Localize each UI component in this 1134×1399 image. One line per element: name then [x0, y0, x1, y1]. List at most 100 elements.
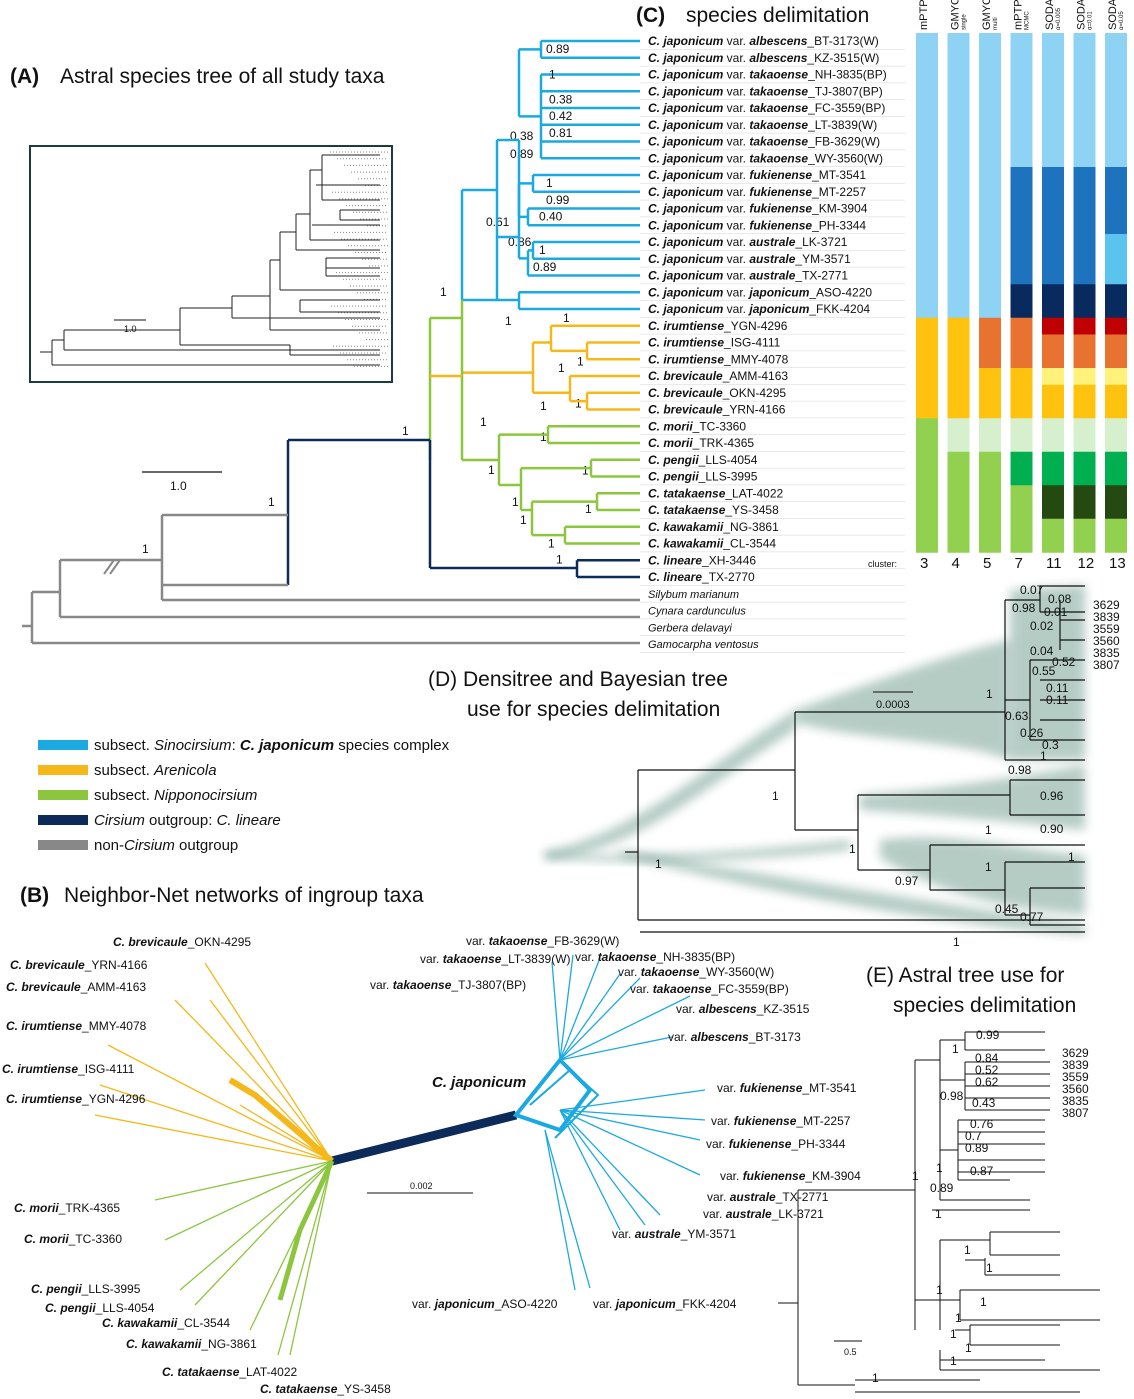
support-value: 1 [985, 860, 992, 874]
delimitation-cell [979, 317, 1001, 335]
delimitation-cell [1073, 66, 1096, 84]
panel-e-scale-label: 0.5 [844, 1347, 857, 1357]
panel-d-scale-label: 0.0003 [876, 699, 910, 711]
delimitation-cell [979, 368, 1001, 386]
delimitation-cell [947, 49, 970, 67]
delimitation-cell [1042, 33, 1064, 51]
delimitation-cell [1042, 234, 1064, 252]
delimitation-cell [1105, 535, 1127, 553]
delimitation-cell [916, 234, 938, 252]
delimitation-cell [916, 317, 938, 335]
tip-label: C. japonicum var. fukienense_KM-3904 [648, 202, 868, 216]
support-value: 1 [488, 463, 495, 477]
network-split-bundle [277, 1159, 335, 1301]
delimitation-cell [1073, 317, 1096, 335]
delimitation-cell [1042, 401, 1064, 419]
bayesian-consensus-tree: 0.070.080.010.980.020.040.5210.550.110.1… [625, 583, 1120, 949]
support-value: 0.89 [533, 260, 557, 274]
delimitation-bars [916, 33, 1127, 553]
cluster-count: 4 [952, 555, 960, 572]
network-edge [559, 1109, 701, 1141]
delimitation-cell [947, 301, 970, 319]
delimitation-cell [916, 217, 938, 235]
delimitation-cell [1010, 267, 1033, 285]
method-header: SODA [1076, 0, 1088, 30]
support-value: 1 [556, 552, 563, 566]
delimitation-cell [1105, 384, 1127, 402]
legend-label: subsect. Sinocirsium: C. japonicum speci… [94, 737, 450, 754]
cluster-count: 12 [1078, 555, 1095, 572]
support-value: 1 [772, 789, 779, 803]
delimitation-cell [947, 100, 970, 118]
delimitation-cell [947, 183, 970, 201]
delimitation-cell [979, 150, 1001, 168]
tip-label: C. brevicaule_YRN-4166 [648, 403, 786, 417]
delimitation-cell [1073, 284, 1096, 302]
outgroup-label: Cynara cardunculus [648, 606, 746, 618]
support-value: 1 [512, 495, 519, 509]
legend-label: Cirsium outgroup: C. lineare [94, 812, 281, 829]
densitree-cloud [545, 585, 1085, 935]
tip-id: 3559 [1062, 1070, 1089, 1084]
delimitation-cell [1105, 217, 1127, 235]
delimitation-cell [947, 518, 970, 536]
support-value: 0.62 [975, 1075, 999, 1089]
delimitation-cell [916, 83, 938, 101]
panel-a-letter: (A) [10, 65, 39, 88]
delimitation-cell [947, 502, 970, 520]
support-value: 0.99 [976, 1028, 1000, 1042]
network-edge [107, 1044, 333, 1162]
legend-label: subsect. Nipponocirsium [94, 787, 257, 804]
delimitation-cell [1105, 150, 1127, 168]
delimitation-cell [1073, 49, 1096, 67]
support-value: 1 [655, 857, 662, 871]
network-edge [544, 1129, 591, 1289]
support-value: 1 [912, 1169, 919, 1183]
network-tip-label: C. brevicaule_AMM-4163 [6, 980, 146, 994]
delimitation-cell [916, 133, 938, 151]
tip-label: C. japonicum var. takaoense_LT-3839(W) [648, 118, 877, 132]
legend-swatch [38, 840, 88, 850]
network-center-label: C. japonicum [432, 1074, 526, 1091]
tip-id: 3629 [1093, 598, 1120, 612]
delimitation-cell [947, 435, 970, 453]
delimitation-cell [947, 133, 970, 151]
tip-label: C. morii_TC-3360 [648, 419, 746, 433]
delimitation-cell [1042, 133, 1064, 151]
network-tip-label: var. australe_TX-2771 [707, 1190, 829, 1204]
delimitation-cell [947, 468, 970, 486]
delimitation-cell [1105, 418, 1127, 436]
delimitation-cell [1010, 502, 1033, 520]
panel-b-neighbor-net: (B) Neighbor-Net networks of ingroup tax… [2, 884, 861, 1396]
network-edge [559, 1109, 646, 1226]
delimitation-cell [979, 518, 1001, 536]
delimitation-cell [1010, 334, 1033, 352]
support-value: 0.98 [940, 1089, 964, 1103]
network-tip-label: C. kawakamii_NG-3861 [126, 1337, 257, 1351]
delimitation-cell [1105, 66, 1127, 84]
method-subscript: single [962, 14, 968, 30]
delimitation-cell [1073, 183, 1096, 201]
network-tip-label: C. brevicaule_YRN-4166 [10, 958, 148, 972]
support-value: 1 [986, 687, 993, 701]
delimitation-cell [1010, 418, 1033, 436]
delimitation-cell [916, 535, 938, 553]
delimitation-cell [1042, 66, 1064, 84]
support-value: 0.97 [895, 874, 919, 888]
delimitation-cell [1073, 485, 1096, 503]
network-tip-label: C. irumtiense_YGN-4296 [6, 1092, 146, 1106]
panel-d-title-line2: use for species delimitation [467, 698, 720, 721]
delimitation-cell [947, 217, 970, 235]
support-value: 0.43 [972, 1096, 996, 1110]
network-tip-label: var. japonicum_ASO-4220 [412, 1297, 558, 1311]
delimitation-cell [947, 384, 970, 402]
network-tip-label: var. takaoense_WY-3560(W) [618, 965, 774, 979]
network-edge [559, 1109, 701, 1176]
astral-tip-labels: C. japonicum var. albescens_BT-3173(W)C.… [640, 34, 905, 653]
network-edge [559, 973, 621, 1061]
delimitation-cell [1105, 33, 1127, 51]
legend-swatch [38, 765, 88, 775]
delimitation-cell [947, 250, 970, 268]
